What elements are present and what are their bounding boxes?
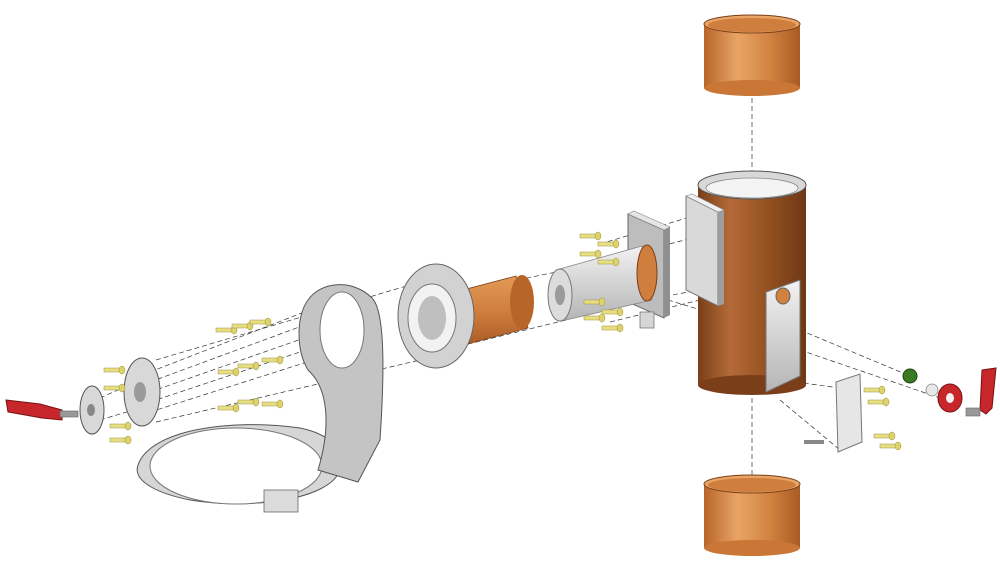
brass-bolt [583, 297, 606, 307]
brass-bolt [103, 383, 126, 393]
brass-bolt [237, 397, 260, 407]
left-clamp-lever [5, 399, 79, 421]
guide-line [799, 349, 941, 399]
brass-bolt [103, 365, 126, 375]
small-clamp-plate [804, 373, 863, 453]
guide-line [609, 289, 701, 307]
brass-bolt [217, 367, 240, 377]
front-mounting-plate [765, 279, 801, 393]
brass-bolt [863, 385, 886, 395]
brass-bolt [583, 313, 606, 323]
guide-line [779, 399, 841, 451]
guide-line [149, 301, 331, 373]
guide-line [155, 281, 421, 361]
small-end-disc [79, 385, 105, 435]
top-copper-sleeve [703, 14, 801, 96]
brass-bolt [601, 323, 624, 333]
guide-line [799, 329, 911, 377]
side-mounting-plate [685, 193, 725, 307]
brass-bolt [597, 257, 620, 267]
l-bracket-ring-base [136, 284, 384, 513]
brass-bolt [109, 421, 132, 431]
brass-bolt [261, 399, 284, 409]
bottom-copper-sleeve [703, 474, 801, 556]
steel-shaft-cylinder [547, 244, 658, 322]
brass-bolt [249, 317, 272, 327]
brass-bolt [237, 361, 260, 371]
brass-bolt [579, 249, 602, 259]
red-knob [925, 383, 963, 413]
brass-bolt [261, 355, 284, 365]
brass-bolt [109, 435, 132, 445]
brass-bolt [597, 239, 620, 249]
green-knob [902, 368, 918, 384]
brass-bolt [873, 431, 896, 441]
right-clamp-lever [965, 367, 997, 417]
brass-bolt [579, 231, 602, 241]
brass-bolt [867, 397, 890, 407]
round-flange [397, 263, 475, 369]
brass-bolt [217, 403, 240, 413]
hub-disc [123, 357, 161, 427]
brass-bolt-set [103, 231, 902, 451]
brass-bolt [879, 441, 902, 451]
brass-bolt [601, 307, 624, 317]
